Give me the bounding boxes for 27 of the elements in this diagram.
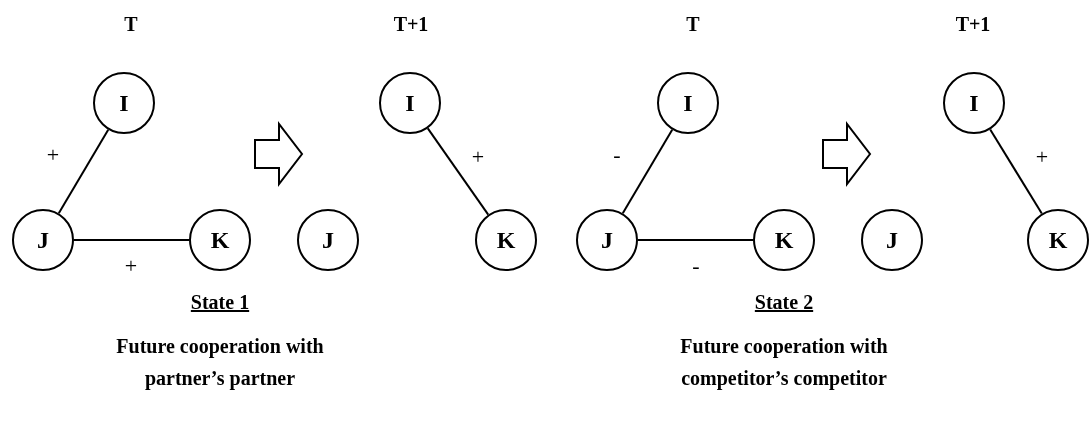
node-circle xyxy=(1027,209,1089,271)
time-heading: T xyxy=(686,12,700,37)
node-label: K xyxy=(1048,228,1068,252)
connector-line xyxy=(637,239,754,241)
node-label: I xyxy=(405,91,415,115)
time-heading: T+1 xyxy=(393,12,429,37)
description: Future cooperation with partner’s partner xyxy=(115,334,325,392)
state-title: State 2 xyxy=(754,290,814,315)
description: Future cooperation with competitor’s competitor xyxy=(679,334,889,392)
connector-line xyxy=(989,128,1043,215)
node-label: K xyxy=(774,228,794,252)
connector-line xyxy=(73,239,190,241)
node-label: K xyxy=(496,228,516,252)
node-label: J xyxy=(37,228,49,252)
connector-line xyxy=(57,128,110,215)
state-title: State 1 xyxy=(190,290,250,315)
time-heading: T xyxy=(124,12,138,37)
node-label: J xyxy=(886,228,898,252)
connector-line xyxy=(621,128,674,215)
node-label: I xyxy=(119,91,129,115)
node-label: I xyxy=(683,91,693,115)
node-label: J xyxy=(601,228,613,252)
connector-line xyxy=(426,127,490,216)
node-label: J xyxy=(322,228,334,252)
node-label: I xyxy=(969,91,979,115)
node-label: K xyxy=(210,228,230,252)
time-heading: T+1 xyxy=(955,12,991,37)
